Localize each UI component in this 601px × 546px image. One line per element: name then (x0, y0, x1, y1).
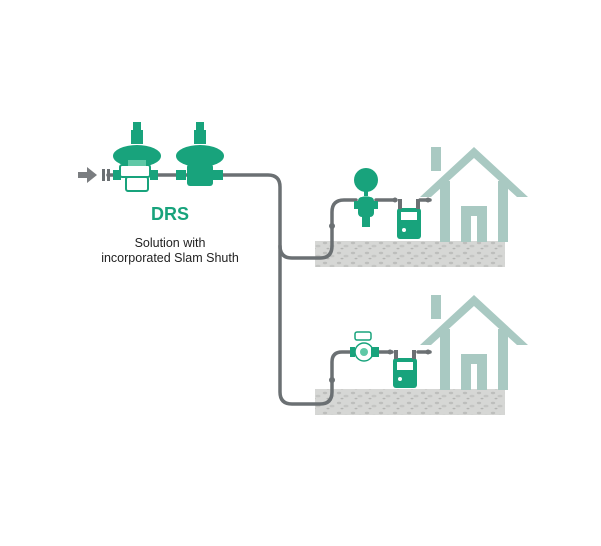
gas-meter-icon (397, 199, 421, 239)
gas-regulator-icon (113, 122, 161, 192)
drs-description: Solution with incorporated Slam Shuth (70, 236, 270, 266)
ground-strip-upper (315, 241, 505, 267)
drs-description-line1: Solution with (134, 236, 206, 250)
house-icon (420, 147, 528, 242)
house-icon (420, 295, 528, 390)
drs-description-line2: incorporated Slam Shuth (101, 251, 239, 265)
arrow-right-icon (78, 167, 110, 183)
ground-strip-lower (315, 389, 505, 415)
gas-regulator-icon (176, 122, 224, 186)
gas-meter-icon (393, 350, 417, 388)
pipeline (106, 173, 432, 406)
pipe-fitting (329, 197, 431, 383)
drs-title: DRS (150, 204, 189, 224)
gas-regulator-icon (350, 331, 379, 362)
gas-regulator-icon (354, 168, 378, 227)
